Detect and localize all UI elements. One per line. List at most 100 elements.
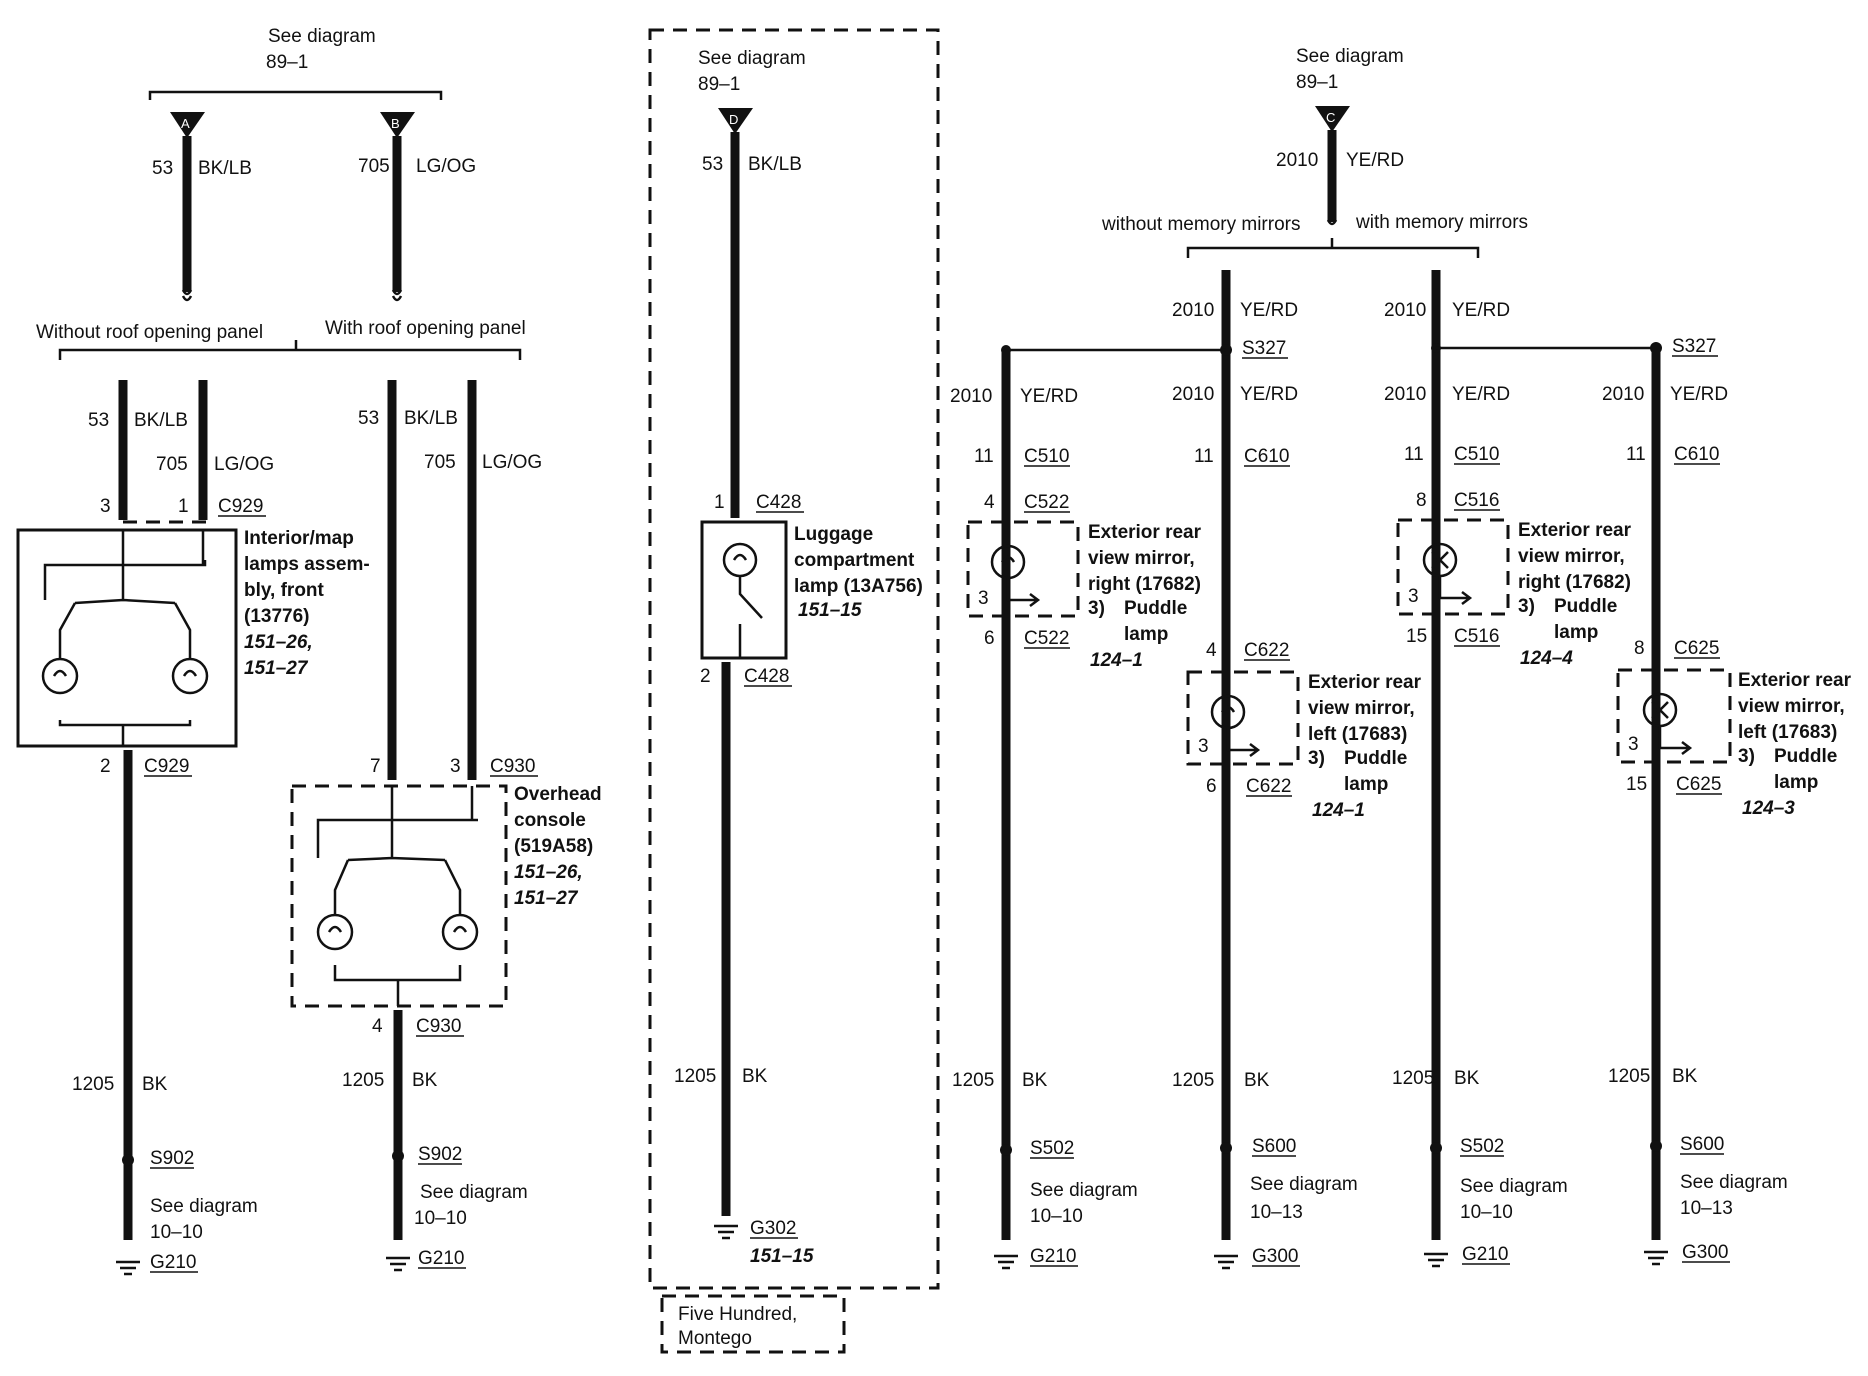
connector-label: C625 xyxy=(1676,774,1721,795)
ref-label: 151–15 xyxy=(798,600,862,621)
connector-label: C622 xyxy=(1246,776,1291,797)
component-label: view mirror, xyxy=(1088,548,1195,569)
lamp-bulb-icon xyxy=(722,542,758,578)
component-label: lamp (13A756) xyxy=(794,576,923,597)
ground-icon xyxy=(994,1254,1018,1270)
circuit-number: 1205 xyxy=(952,1070,994,1091)
ref-label: 10–10 xyxy=(1030,1206,1083,1227)
diagram-ref: 89–1 xyxy=(266,52,308,73)
ground-icon xyxy=(1424,1252,1448,1268)
wire-color: BK/LB xyxy=(404,408,458,429)
see-diagram-label: See diagram xyxy=(1030,1180,1138,1201)
internal-wiring xyxy=(43,530,207,746)
connector-label: C929 xyxy=(218,496,263,517)
ground-label: G302 xyxy=(750,1218,796,1239)
component-label: left (17683) xyxy=(1738,722,1837,743)
ref-label: 151–26, xyxy=(514,862,583,883)
component-label: 3) xyxy=(1088,598,1105,619)
component-label: compartment xyxy=(794,550,915,571)
wire-color: BK xyxy=(1022,1070,1048,1091)
pin-number: 2 xyxy=(100,756,111,777)
connector-letter: B xyxy=(391,116,400,131)
ground-label: G210 xyxy=(1030,1246,1076,1267)
circuit-number: 2010 xyxy=(1172,300,1214,321)
circuit-number: 53 xyxy=(702,154,723,175)
wire-color: YE/RD xyxy=(1346,150,1404,171)
splice-label: S327 xyxy=(1242,338,1286,359)
circuit-number: 53 xyxy=(358,408,379,429)
branch-bracket xyxy=(1186,246,1480,258)
see-diagram-label: See diagram xyxy=(420,1182,528,1203)
component-label: Puddle xyxy=(1554,596,1617,617)
splice-label: S902 xyxy=(150,1148,194,1169)
component-label: Puddle xyxy=(1344,748,1407,769)
pin-number: 3 xyxy=(978,588,989,609)
ground-icon xyxy=(116,1260,140,1276)
pin-number: 6 xyxy=(1206,776,1217,797)
wire-color: BK xyxy=(742,1066,768,1087)
splice-label: S600 xyxy=(1252,1136,1296,1157)
component-label: right (17682) xyxy=(1518,572,1631,593)
circuit-number: 2010 xyxy=(1172,384,1214,405)
wire-break xyxy=(1326,219,1338,226)
vehicle-boundary xyxy=(648,28,940,1290)
pin-number: 11 xyxy=(974,446,994,467)
vehicle-note-box xyxy=(660,1294,846,1354)
wire-color: BK xyxy=(412,1070,438,1091)
ref-label: 151–26, xyxy=(244,632,313,653)
diagram-ref: 89–1 xyxy=(698,74,740,95)
circuit-number: 705 xyxy=(156,454,188,475)
see-diagram-label: See diagram xyxy=(150,1196,258,1217)
wire-color: LG/OG xyxy=(416,156,476,177)
lamp-bulb-icon xyxy=(441,913,479,951)
ref-label: 10–10 xyxy=(414,1208,467,1229)
circuit-number: 2010 xyxy=(1276,150,1318,171)
splice-label: S600 xyxy=(1680,1134,1724,1155)
pin-number: 3 xyxy=(1198,736,1209,757)
component-label: Exterior rear xyxy=(1738,670,1852,691)
wire-color: BK xyxy=(1454,1068,1480,1089)
component-label: right (17682) xyxy=(1088,574,1201,595)
splice-label: S327 xyxy=(1672,336,1716,357)
connector-letter: C xyxy=(1326,110,1335,125)
component-label: lamp xyxy=(1344,774,1388,795)
connector-b xyxy=(380,112,415,138)
circuit-number: 1205 xyxy=(1172,1070,1214,1091)
wire-break xyxy=(391,289,403,302)
connector-label: C516 xyxy=(1454,490,1499,511)
circuit-number: 1205 xyxy=(72,1074,114,1095)
wire-color: BK xyxy=(142,1074,168,1095)
connector-label: C930 xyxy=(490,756,535,777)
switch-icon xyxy=(732,553,763,658)
component-label: (519A58) xyxy=(514,836,593,857)
circuit-number: 1205 xyxy=(674,1066,716,1087)
ref-label: 124–3 xyxy=(1742,798,1795,819)
splice-label: S902 xyxy=(418,1144,462,1165)
pin-number: 8 xyxy=(1416,490,1427,511)
middle-section: See diagram 89–1 D 53 BK/LB 1 C428 Lugga… xyxy=(648,28,940,1354)
connector-label: C929 xyxy=(144,756,189,777)
wire-color: YE/RD xyxy=(1452,300,1510,321)
ref-label: 10–10 xyxy=(150,1222,203,1243)
connector-label: C510 xyxy=(1454,444,1499,465)
interior-lamps-assembly xyxy=(16,528,238,748)
circuit-number: 53 xyxy=(152,158,173,179)
ref-label: 10–13 xyxy=(1250,1202,1303,1223)
ground-label: G300 xyxy=(1252,1246,1298,1267)
component-label: (13776) xyxy=(244,606,310,627)
see-diagram-label: See diagram xyxy=(1296,46,1404,67)
component-label: bly, front xyxy=(244,580,325,601)
ground-icon xyxy=(386,1256,410,1272)
wire-break xyxy=(181,289,193,302)
pin-number: 11 xyxy=(1404,444,1424,465)
pin-number: 3 xyxy=(1628,734,1639,755)
ground-icon xyxy=(714,1224,738,1240)
component-label: view mirror, xyxy=(1518,546,1625,567)
splice-dot xyxy=(1000,1144,1012,1156)
lamp-bulb-icon xyxy=(316,913,354,951)
circuit-number: 2010 xyxy=(1384,300,1426,321)
component-label: Exterior rear xyxy=(1308,672,1422,693)
circuit-number: 2010 xyxy=(1602,384,1644,405)
wire-color: LG/OG xyxy=(482,452,542,473)
